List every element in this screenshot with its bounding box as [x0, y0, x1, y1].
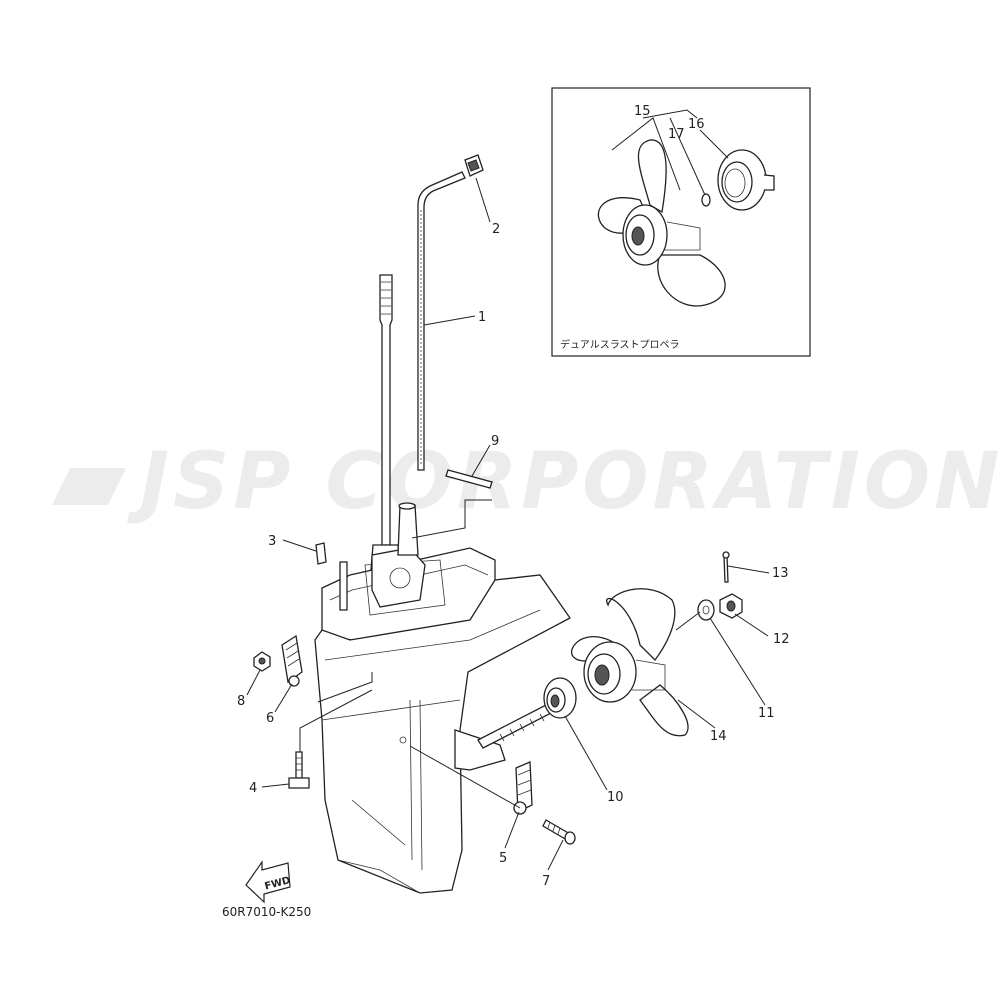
callout-3: 3	[268, 534, 276, 549]
grommet-2-part	[464, 154, 484, 177]
watermark-text: JSP CORPORATION	[127, 437, 1000, 527]
inset-caption: デュアルスラストプロペラ	[560, 338, 680, 351]
propeller-14	[570, 588, 689, 737]
bolt-4	[288, 751, 310, 789]
inset-blade-bottom	[657, 254, 726, 307]
callout-16: 16	[688, 117, 705, 132]
diagram-code: 60R7010-K250	[222, 905, 311, 919]
leader-lines	[246, 177, 770, 871]
callout-11: 11	[758, 706, 775, 721]
shift-rod-1	[417, 171, 466, 471]
callout-6: 6	[266, 711, 274, 726]
drive-shaft-part	[379, 274, 393, 546]
callout-15: 15	[634, 104, 651, 119]
water-tube-grommet	[397, 504, 419, 556]
inset-blade-top	[637, 139, 667, 214]
callout-13: 13	[772, 566, 789, 581]
thrust-spacer-10	[543, 677, 577, 719]
propeller-nut-12	[719, 593, 743, 619]
watermark: JSP CORPORATION	[52, 437, 1000, 527]
callout-12: 12	[773, 632, 790, 647]
lower-casing-body	[314, 574, 571, 894]
propeller-shaft-part	[477, 703, 554, 749]
callout-labels: 1 2 3 4 5 6 7 8 9 10 11 12 13 14 15 16 1…	[237, 104, 790, 889]
inset-washer-17	[701, 193, 711, 207]
callout-8: 8	[237, 694, 245, 709]
inset-hub-bore	[631, 226, 645, 246]
propeller-inset	[551, 87, 811, 357]
callout-1: 1	[478, 310, 486, 325]
anode-6	[281, 634, 303, 687]
propeller-blade-top	[606, 588, 676, 661]
washer-11	[697, 599, 715, 621]
callout-4: 4	[249, 781, 257, 796]
callout-17: 17	[668, 127, 685, 142]
stud-bolt	[339, 561, 348, 611]
callout-14: 14	[710, 729, 727, 744]
nut-8	[253, 651, 271, 672]
callout-2: 2	[492, 222, 500, 237]
dowel-pin-3	[315, 542, 327, 565]
cotter-pin-13	[723, 555, 729, 583]
callout-10: 10	[607, 790, 624, 805]
callout-7: 7	[542, 874, 550, 889]
grommet-9	[445, 469, 493, 489]
propeller-shaft	[477, 703, 554, 749]
fwd-arrow-shape	[245, 860, 291, 904]
inset-frame	[551, 87, 811, 357]
shift-rod	[417, 171, 466, 471]
propeller-blade-bottom	[639, 684, 689, 737]
lower-casing	[314, 502, 571, 894]
callout-9: 9	[491, 434, 499, 449]
fwd-arrow: FWD	[245, 860, 292, 904]
screw-7	[542, 819, 576, 845]
callout-5: 5	[499, 851, 507, 866]
gearcase-nose	[454, 729, 506, 771]
